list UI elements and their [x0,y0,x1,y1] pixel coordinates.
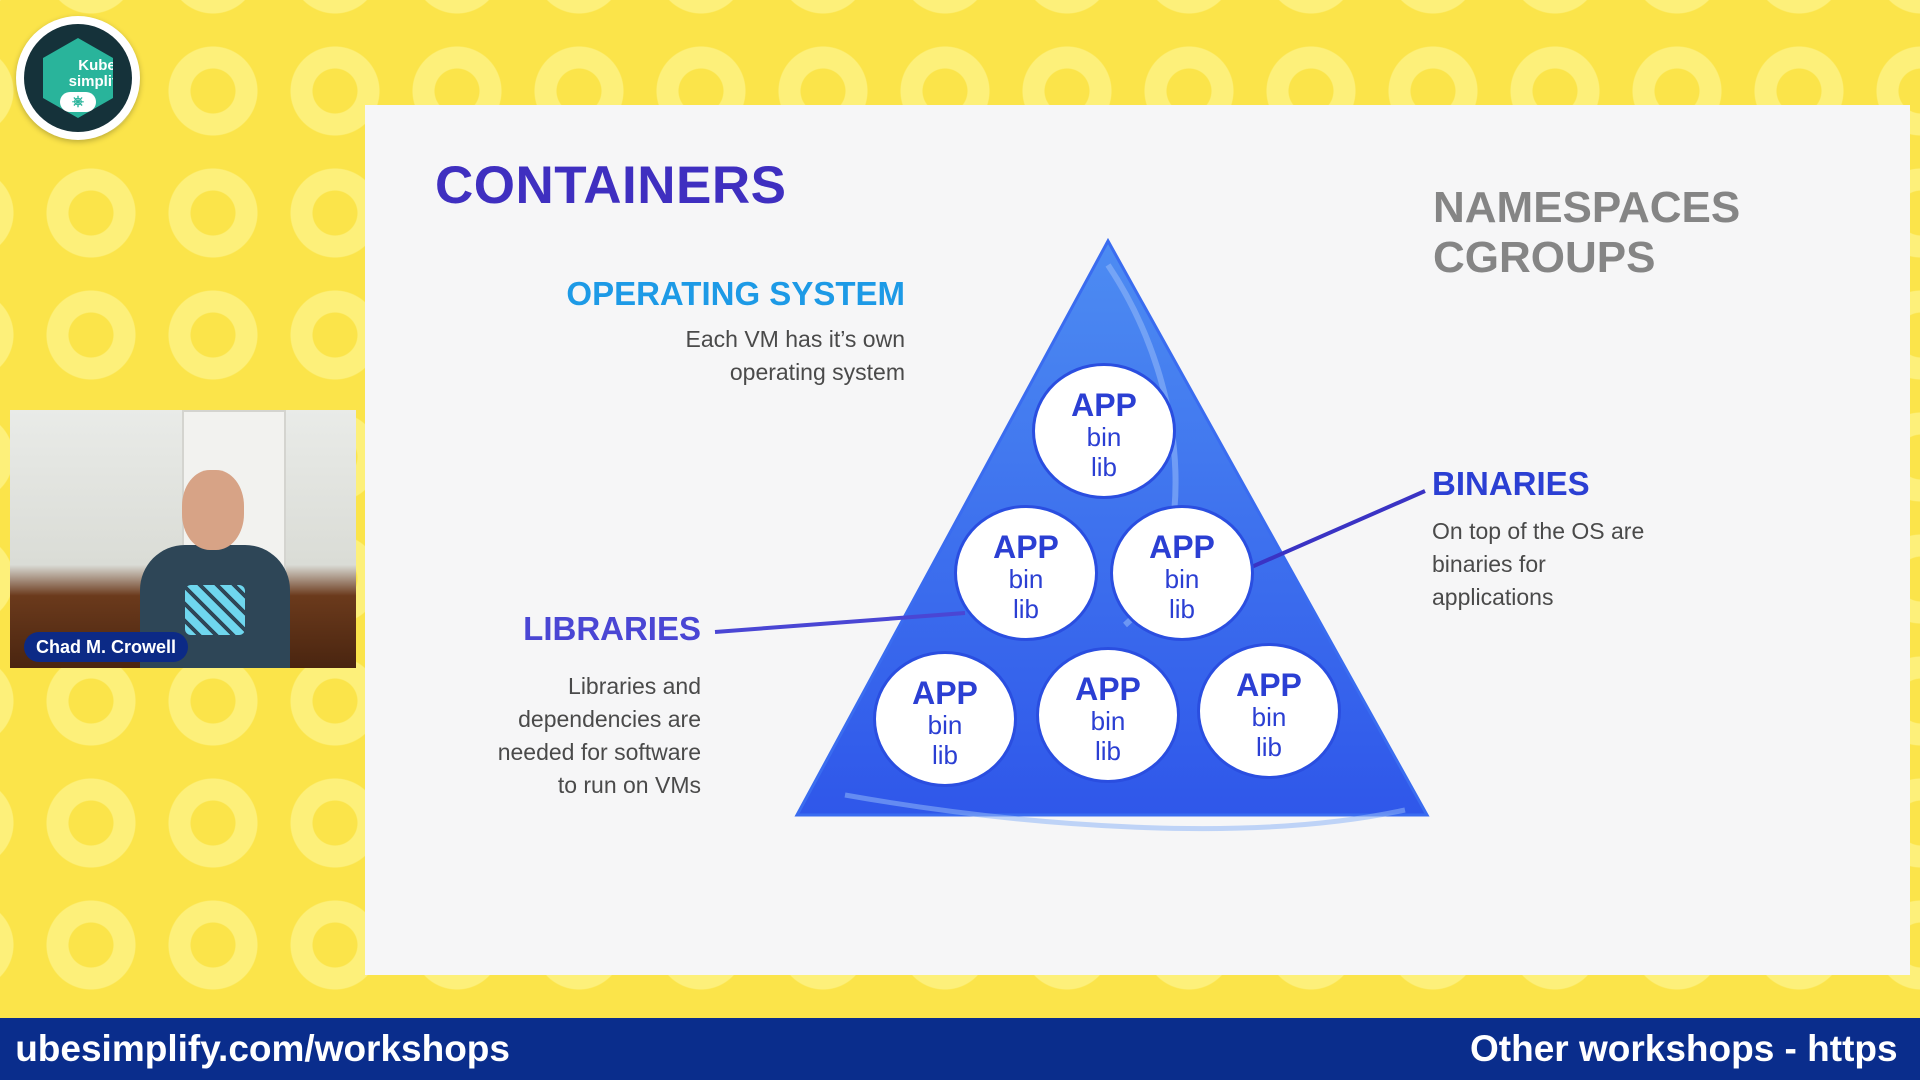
bin-label: bin [1086,422,1122,452]
app-bubble: APP bin lib [1036,647,1180,783]
presenter-name-tag: Chad M. Crowell [24,632,189,662]
presentation-slide: CONTAINERS NAMESPACES CGROUPS OPERATING … [365,105,1910,975]
lib-label: lib [1012,594,1039,624]
bin-label: bin [1008,564,1044,594]
lib-label: lib [1255,732,1282,762]
pyramid-highlight-base [844,792,1406,832]
app-label: APP [993,529,1059,565]
app-bubble: APP bin lib [954,505,1098,641]
bin-label: bin [1251,702,1287,732]
app-label: APP [912,675,978,711]
bin-label: bin [1164,564,1200,594]
slide-title: CONTAINERS [435,156,787,215]
bottom-ticker-banner: ubesimplify.com/workshops Other workshop… [0,1018,1920,1080]
lib-desc-line: Libraries and [568,673,701,699]
app-label: APP [1149,529,1215,565]
ticker-other-workshops: Other workshops - https [1470,1028,1898,1069]
bin-desc-line: applications [1432,584,1554,610]
binaries-description: On top of the OS are binaries for applic… [1432,515,1692,614]
logo-text-line2: simplify [68,73,126,90]
namespaces-cgroups-label: NAMESPACES CGROUPS [1433,183,1740,283]
lib-label: lib [931,740,958,770]
os-heading: OPERATING SYSTEM [566,275,905,312]
shirt-graphic [185,585,245,635]
lib-label: lib [1090,452,1117,482]
app-bubble: APP bin lib [1110,505,1254,641]
lib-desc-line: to run on VMs [557,772,701,798]
app-bubble: APP bin lib [1032,363,1176,499]
bin-label: bin [1090,706,1126,736]
bin-desc-line: binaries for [1432,551,1546,577]
libraries-description: Libraries and dependencies are needed fo… [435,670,701,802]
binaries-heading: BINARIES [1432,465,1590,502]
os-desc-line: operating system [729,359,905,385]
bin-desc-line: On top of the OS are [1432,518,1645,544]
lib-desc-line: dependencies are [518,706,701,732]
libraries-pointer-line [714,611,966,634]
kubesimplify-logo: Kube simplify ⎈ [16,16,140,140]
app-bubble: APP bin lib [1197,643,1341,779]
os-description: Each VM has it’s own operating system [565,323,905,389]
app-label: APP [1236,667,1302,703]
lib-desc-line: needed for software [497,739,701,765]
namespaces-text: NAMESPACES [1433,183,1741,232]
logo-text-line1: Kube [78,57,116,74]
app-label: APP [1075,671,1141,707]
helm-icon: ⎈ [71,93,84,110]
webcam-video: Chad M. Crowell [10,410,356,668]
presenter-head [182,470,244,550]
cloud-icon: ⎈ [60,92,96,112]
logo-badge: Kube simplify ⎈ [24,24,132,132]
ticker-workshops-url: ubesimplify.com/workshops [15,1028,510,1069]
bin-label: bin [927,710,963,740]
lib-label: lib [1168,594,1195,624]
app-label: APP [1071,387,1137,423]
cgroups-text: CGROUPS [1433,233,1656,282]
os-desc-line: Each VM has it’s own [685,326,905,352]
app-bubble: APP bin lib [873,651,1017,787]
libraries-heading: LIBRARIES [523,610,701,647]
lib-label: lib [1094,736,1121,766]
